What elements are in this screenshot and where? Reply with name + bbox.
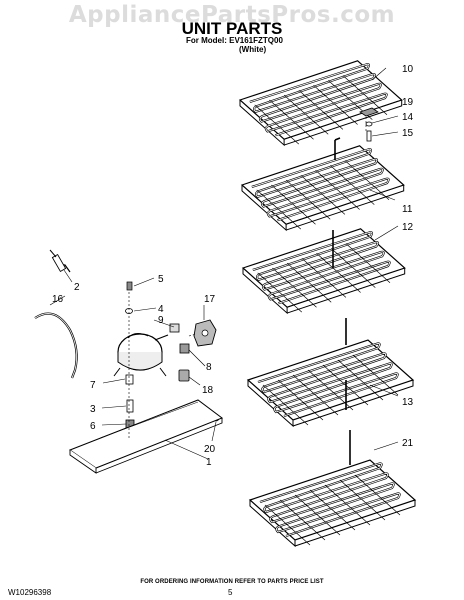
callout-3: 3 bbox=[90, 404, 96, 415]
document-part-number: W10296398 bbox=[8, 588, 52, 597]
color-label: (White) bbox=[239, 45, 267, 54]
cap-18 bbox=[178, 369, 190, 382]
bolt-5 bbox=[126, 281, 133, 291]
grommet-7 bbox=[125, 374, 134, 385]
shelf-coil-12 bbox=[241, 227, 406, 315]
callout-21: 21 bbox=[402, 438, 414, 449]
callout-4: 4 bbox=[158, 304, 164, 315]
clip-19 bbox=[359, 107, 379, 117]
shelf-coil-13 bbox=[246, 318, 415, 428]
screw-15 bbox=[366, 130, 372, 142]
callout-2: 2 bbox=[74, 282, 80, 293]
watermark: AppliancePartsPros.com bbox=[68, 2, 396, 28]
shelf-coil-11 bbox=[240, 137, 405, 232]
callout-16: 16 bbox=[52, 294, 64, 305]
compressor bbox=[113, 333, 169, 377]
callout-9: 9 bbox=[158, 315, 164, 326]
callout-8: 8 bbox=[206, 362, 212, 373]
callout-19: 19 bbox=[402, 97, 414, 108]
model-line: For Model: EV161FZTQ00 bbox=[186, 36, 283, 45]
page-number: 5 bbox=[228, 588, 233, 597]
drier-2 bbox=[49, 249, 71, 273]
washer-14 bbox=[365, 121, 373, 127]
callout-6: 6 bbox=[90, 421, 96, 432]
callout-10: 10 bbox=[402, 64, 414, 75]
ordering-note: FOR ORDERING INFORMATION REFER TO PARTS … bbox=[140, 579, 324, 585]
callout-14: 14 bbox=[402, 112, 414, 123]
callout-12: 12 bbox=[402, 222, 414, 233]
callout-18: 18 bbox=[202, 385, 214, 396]
base-plate-1 bbox=[68, 399, 224, 474]
cover-8 bbox=[179, 343, 190, 354]
shelf-coil-21 bbox=[248, 430, 417, 548]
overload-17 bbox=[193, 319, 217, 347]
callout-11: 11 bbox=[402, 204, 413, 215]
callout-13: 13 bbox=[402, 397, 414, 408]
callout-20: 20 bbox=[204, 444, 216, 455]
sleeve-3 bbox=[126, 399, 134, 413]
callout-7: 7 bbox=[90, 380, 96, 391]
callout-1: 1 bbox=[206, 457, 212, 468]
callout-15: 15 bbox=[402, 128, 414, 139]
tube-16 bbox=[34, 312, 78, 379]
callout-17: 17 bbox=[204, 294, 216, 305]
relay-9 bbox=[169, 323, 180, 333]
callout-5: 5 bbox=[158, 274, 164, 285]
page-title: UNIT PARTS bbox=[181, 19, 283, 38]
shelf-coil-10 bbox=[238, 59, 403, 147]
